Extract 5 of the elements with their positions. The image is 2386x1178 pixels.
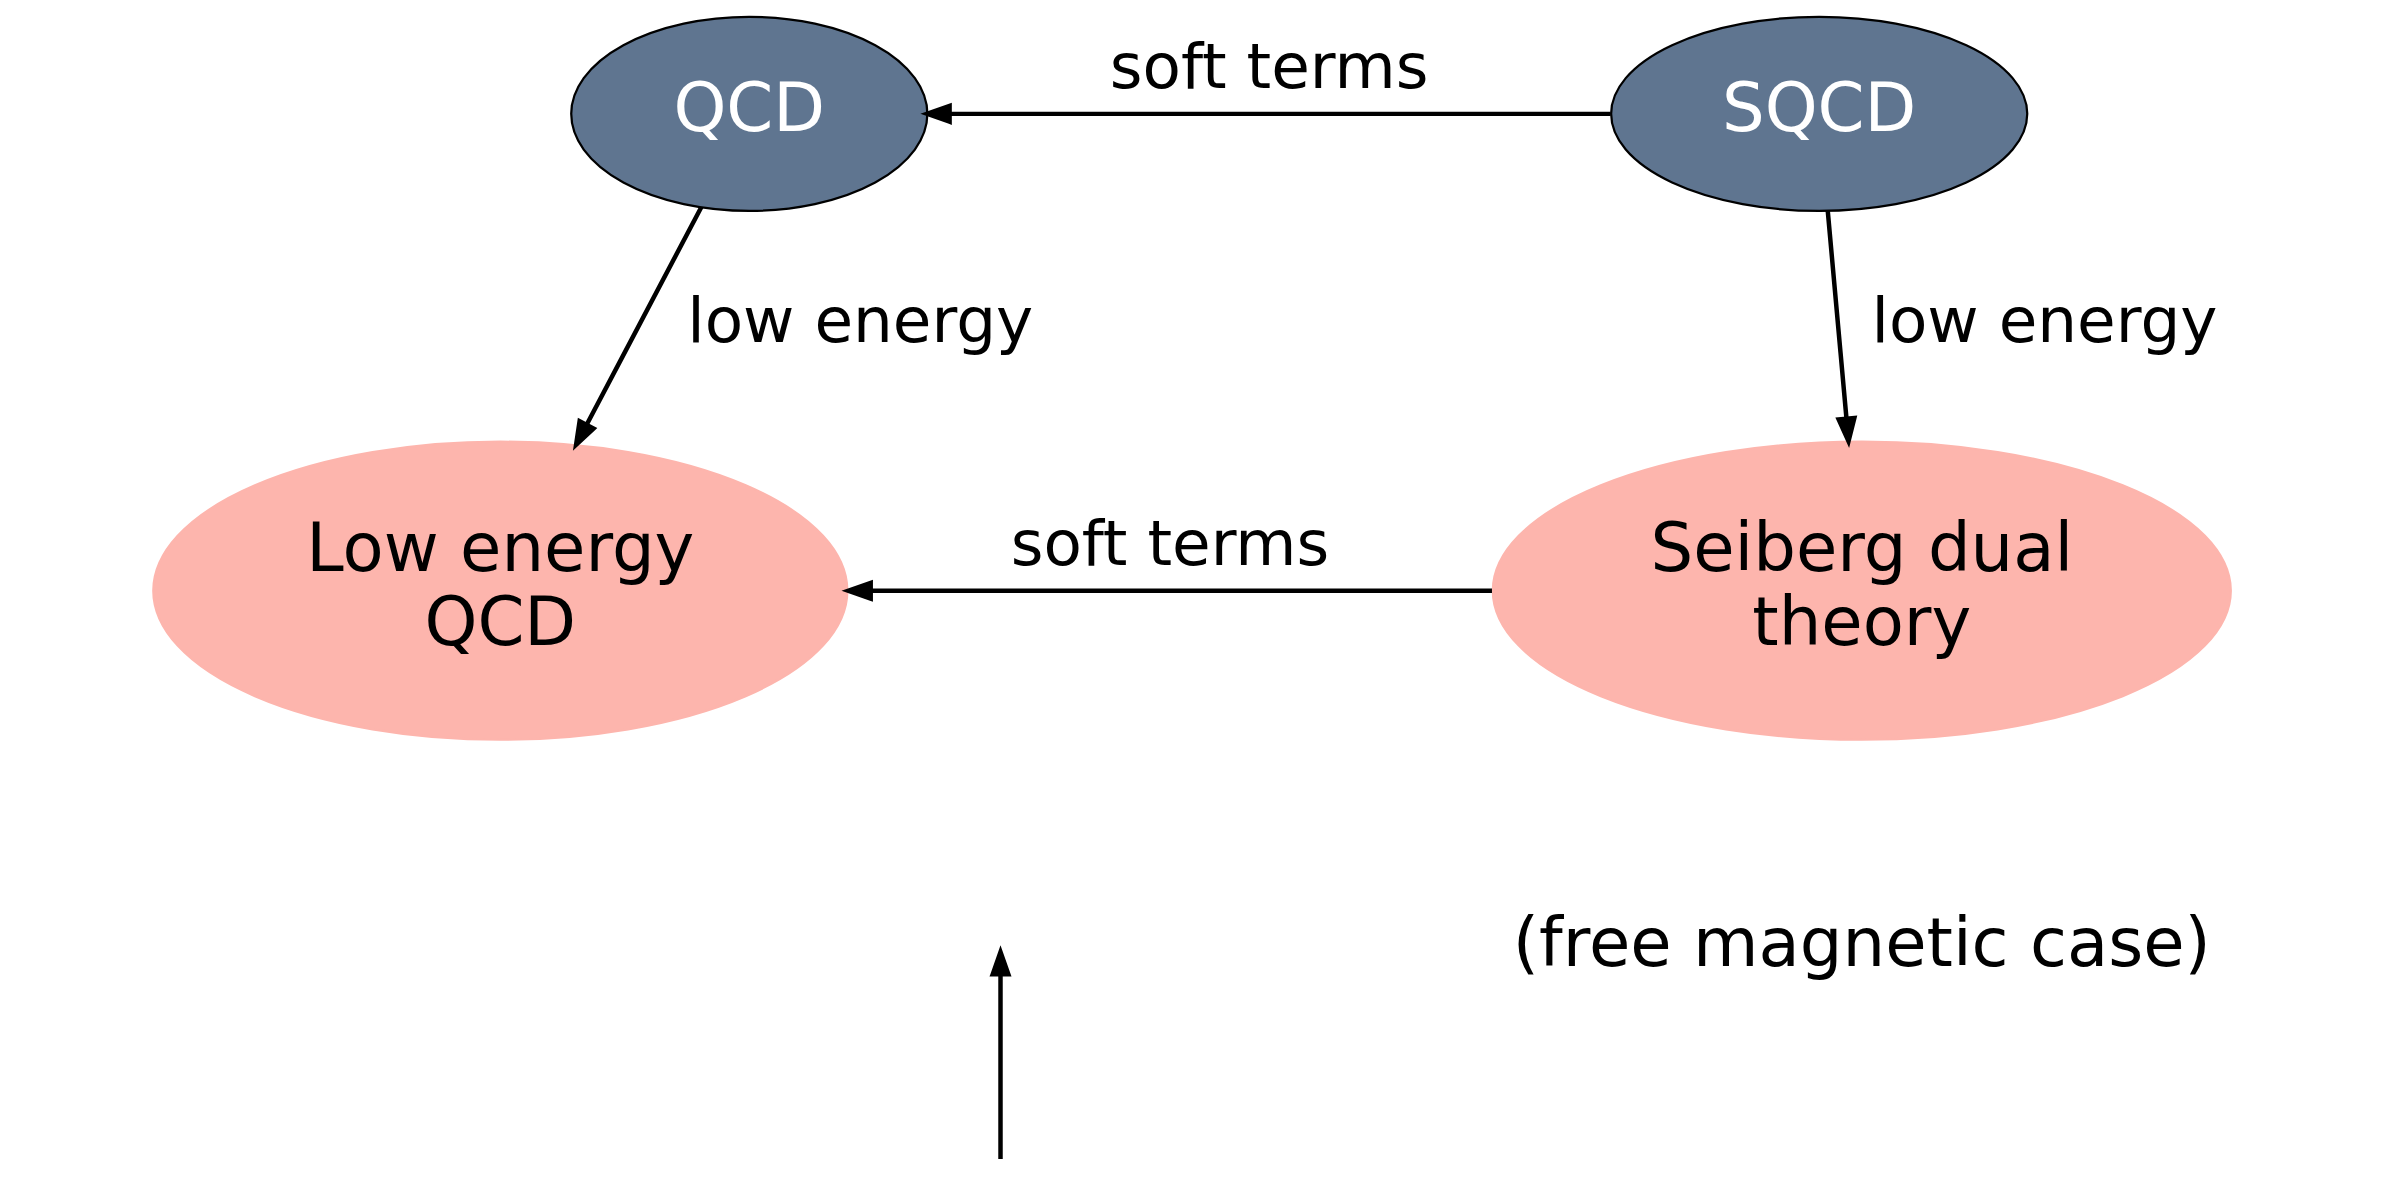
edge-label: low energy (1871, 283, 2218, 357)
edge-label: soft terms (1109, 29, 1429, 103)
edge-label: low energy (687, 283, 1034, 357)
edge-label: soft terms (1010, 506, 1330, 580)
node-label: (free magnetic case) (1512, 904, 2211, 983)
